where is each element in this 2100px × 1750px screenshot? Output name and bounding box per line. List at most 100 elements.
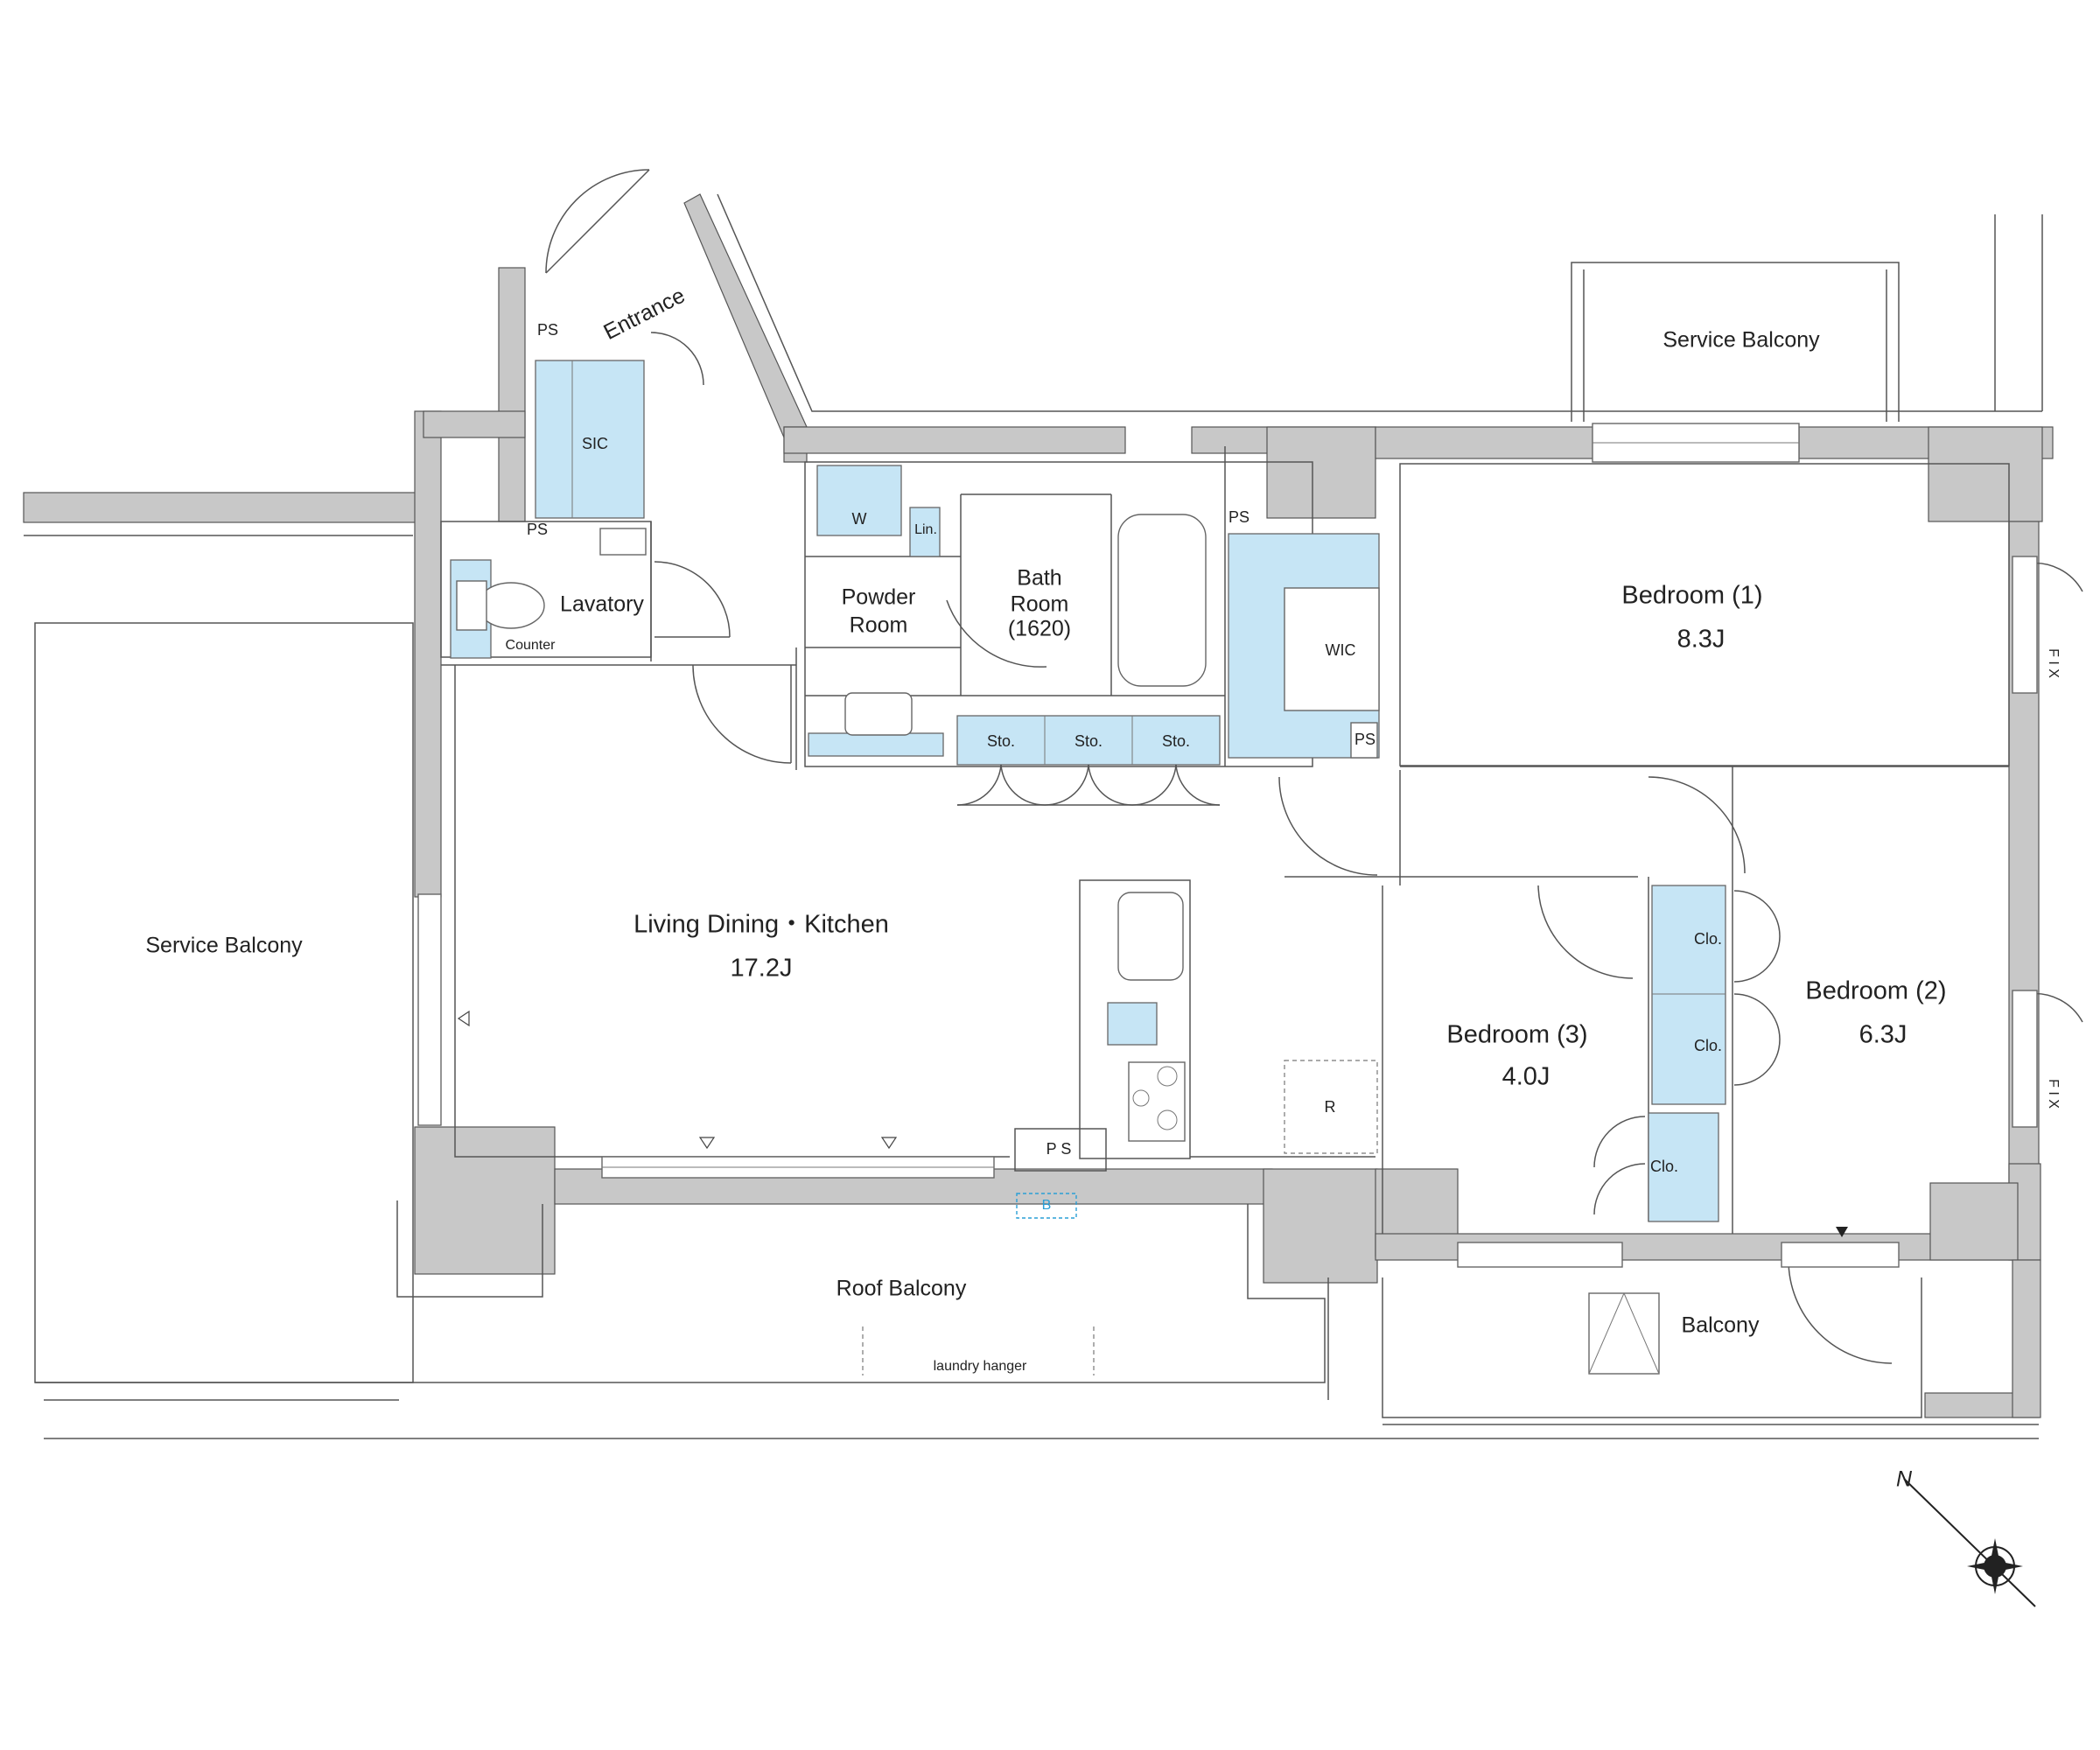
closet-label-3: Clo.: [1650, 1158, 1678, 1175]
closet-label-2: Clo.: [1694, 1037, 1722, 1054]
marker-triangle-icon: [1836, 1227, 1848, 1237]
kitchen-sink: [1117, 892, 1184, 981]
entrance-door-icon[interactable]: [545, 169, 650, 274]
bedroom1-door-icon[interactable]: [1278, 776, 1378, 876]
balcony-door-icon[interactable]: [1788, 1259, 1893, 1364]
ldk-door-icon[interactable]: [692, 664, 792, 764]
north-compass-icon: N: [1896, 1467, 2036, 1607]
powder-floor-storage: [808, 732, 944, 757]
ps-lavatory-label: PS: [527, 521, 548, 538]
bedroom3-size: 4.0J: [1502, 1063, 1550, 1091]
window-marker-icon: [457, 1010, 470, 1027]
bathtub: [1117, 514, 1207, 687]
doors: [545, 169, 2083, 1364]
washer-label: W: [852, 510, 867, 528]
bath-room-label-1: Bath: [1017, 566, 1061, 591]
fixtures: [456, 514, 1848, 1376]
powder-room-label-2: Room: [850, 613, 908, 638]
service-balcony-left-label: Service Balcony: [145, 934, 303, 958]
storage-row: [956, 715, 1221, 766]
bedroom1-side-window: [2012, 556, 2038, 694]
bedroom2-size: 6.3J: [1859, 1021, 1908, 1049]
fix-upper-label: F I X: [2046, 648, 2061, 678]
ldk-side-window: [417, 893, 442, 1126]
closet-door-icon[interactable]: [1733, 890, 1781, 983]
bath-room-size: (1620): [1008, 617, 1071, 641]
bedroom2-door-icon[interactable]: [1648, 776, 1746, 874]
linen-storage: [909, 507, 941, 557]
bedroom2-window: [1781, 1242, 1900, 1268]
wic-label: WIC: [1326, 641, 1356, 659]
wall-left-strip: [23, 492, 440, 523]
windows: [417, 423, 2038, 1268]
bedroom2-side-window: [2012, 990, 2038, 1128]
toilet: [477, 582, 545, 629]
service-balcony-top-outline: [1571, 262, 1900, 422]
refrigerator-space: [1284, 1060, 1378, 1154]
storage-label-2: Sto.: [1074, 732, 1102, 750]
wall-west-ldk: [414, 410, 442, 898]
wall-north-bed1-a: [1375, 426, 1595, 459]
wall-balcony-east: [2012, 1259, 2041, 1418]
walls: [23, 193, 2054, 1418]
counter-label: Counter: [506, 638, 556, 653]
washer-storage: [816, 465, 902, 536]
ldk-name: Living Dining・Kitchen: [634, 911, 889, 939]
balcony-unit: [1588, 1292, 1660, 1375]
exterior-outlines: [24, 193, 2043, 1439]
storage-areas: [450, 360, 1726, 1222]
service-balcony-top-label: Service Balcony: [1662, 328, 1820, 353]
service-balcony-left-outline: [34, 622, 414, 1383]
fix-lower-label: F I X: [2046, 1079, 2061, 1109]
wall-sic-west: [498, 267, 526, 522]
entrance-label: Entrance: [599, 284, 689, 345]
sic-storage: [535, 360, 645, 519]
wall-south-east: [1929, 1182, 2019, 1261]
ps-entrance-label: PS: [537, 321, 558, 339]
bedroom1-name: Bedroom (1): [1621, 582, 1762, 610]
ps-kitchen-label: P S: [1046, 1140, 1072, 1158]
powder-room-label-1: Powder: [842, 585, 916, 610]
kitchen-storage: [1107, 1002, 1158, 1046]
bedroom1-size: 8.3J: [1677, 626, 1726, 654]
storage-label-1: Sto.: [987, 732, 1015, 750]
storage-label-3: Sto.: [1162, 732, 1190, 750]
ps-bath-label: PS: [1228, 508, 1250, 526]
closet-lower: [1648, 1112, 1719, 1222]
wall-north-block: [1266, 426, 1376, 519]
bedroom1-outline: [1399, 463, 2010, 766]
ps-wic-label: PS: [1354, 731, 1376, 748]
labels: Entrance PS SIC PS Lavatory Counter W Li…: [145, 284, 2060, 1375]
lavatory-label: Lavatory: [560, 592, 644, 617]
bath-door-icon[interactable]: [946, 599, 1047, 668]
storage-door-icon[interactable]: [956, 764, 1002, 806]
balcony-label: Balcony: [1682, 1313, 1760, 1338]
laundry-hanger-label: laundry hanger: [934, 1359, 1027, 1374]
wall-sic-stub: [423, 410, 526, 438]
entrance-inner-door-icon[interactable]: [650, 332, 704, 386]
linen-label: Lin.: [914, 522, 937, 537]
boiler-label: B: [1042, 1198, 1052, 1213]
bedroom2-name: Bedroom (2): [1805, 977, 1946, 1005]
bedroom3-door-icon[interactable]: [1537, 885, 1634, 979]
ldk-size: 17.2J: [731, 955, 793, 983]
bath-room-label-2: Room: [1011, 592, 1069, 617]
bedroom3-name: Bedroom (3): [1446, 1021, 1587, 1049]
wall-north-bath: [783, 426, 1126, 454]
boiler-box: [1016, 1193, 1077, 1219]
washbasin: [844, 692, 913, 736]
window-marker-icon: [698, 1137, 716, 1150]
lavatory-door-icon[interactable]: [654, 561, 731, 638]
wall-ne-block: [1928, 426, 2043, 522]
window-marker-icon: [880, 1137, 898, 1150]
wall-entrance-diagonal: [683, 193, 808, 438]
kitchen-hob: [1128, 1061, 1186, 1142]
bedroom3-window: [1457, 1242, 1623, 1268]
wall-south-block: [1263, 1168, 1378, 1284]
wall-sw-block: [414, 1126, 556, 1275]
north-marker-icon: N: [1896, 1467, 1913, 1492]
closet-upper: [1651, 885, 1726, 1105]
refrigerator-label: R: [1325, 1098, 1336, 1116]
closet-label-1: Clo.: [1694, 930, 1722, 948]
